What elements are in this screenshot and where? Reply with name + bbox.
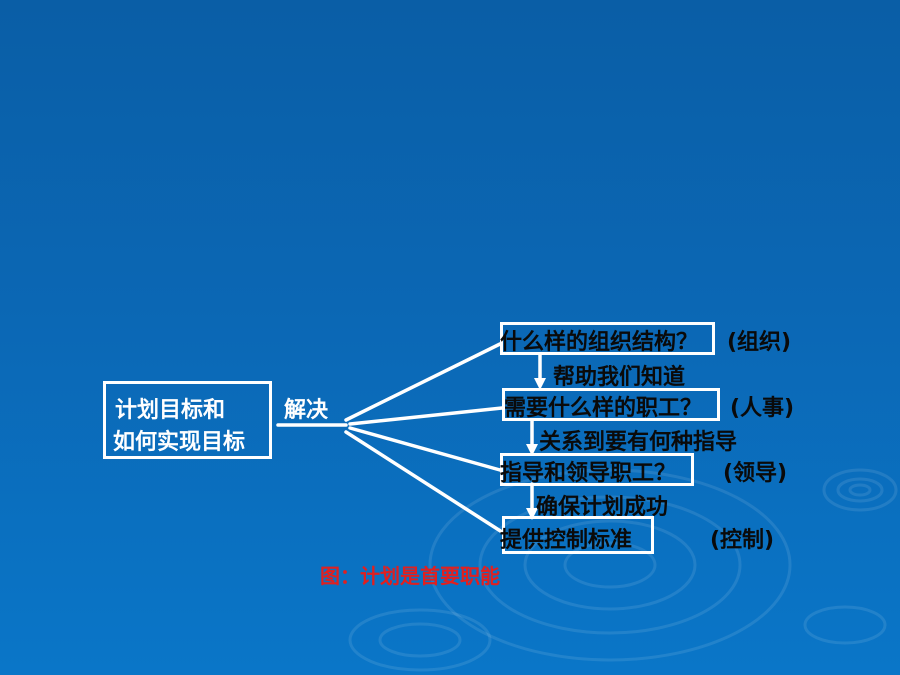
root-label-line1: 计划目标和 [115,398,226,423]
branch-text-controlling: 提供控制标准 [500,528,633,553]
branch-tag-controlling: (控制) [710,528,775,553]
down-arrow-3-head [526,508,538,520]
root-label-line2: 如何实现目标 [113,430,246,455]
root-box [103,381,272,459]
branch-box-staffing [502,388,720,421]
branch-text-organization: 什么样的组织结构？ [500,330,699,355]
branch-box-organization [500,322,715,355]
branch-text-staffing: 需要什么样的职工？ [504,396,703,421]
link-text-3: 确保计划成功 [536,495,669,520]
branch-box-controlling [502,516,654,554]
figure-caption: 图：计划是首要职能 [320,564,500,588]
connector-organization [344,342,502,422]
branch-tag-leading: (领导) [723,461,788,486]
link-text-2: 关系到要有何种指导 [539,430,738,455]
connector-controlling [344,430,504,534]
branch-tag-staffing: (人事) [730,396,795,421]
verb-label: 解决 [284,398,329,423]
connector-staffing [348,406,504,426]
branch-tag-organization: (组织) [727,330,792,355]
branch-text-leading: 指导和领导职工？ [500,461,677,486]
link-text-1: 帮助我们知道 [553,365,686,390]
down-arrow-1-head [534,378,546,390]
branch-box-leading [500,453,694,486]
down-arrow-2-head [526,444,538,456]
connector-leading [348,426,502,472]
